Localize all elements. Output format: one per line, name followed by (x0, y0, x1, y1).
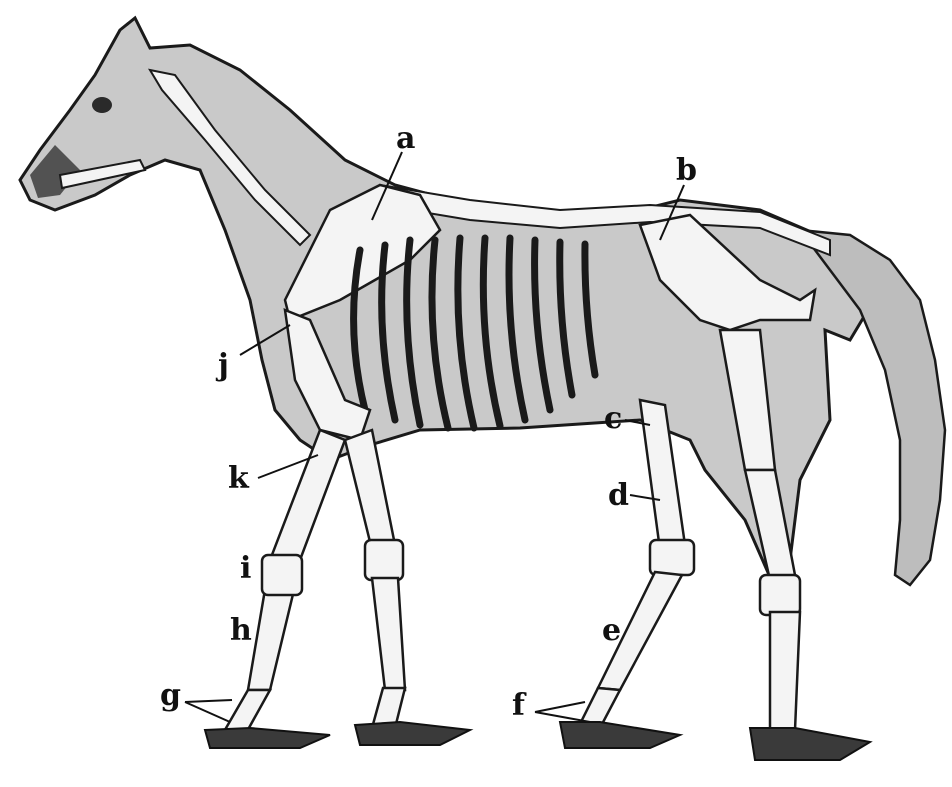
front-leg-far-radius (345, 430, 395, 550)
front-leg-far-knee (365, 540, 403, 580)
hind-leg-near-hock (650, 540, 694, 575)
front-leg-near-hoof (205, 728, 330, 748)
leader-g2 (185, 702, 230, 722)
leader-g1 (185, 700, 232, 702)
label-f: f (512, 688, 527, 723)
label-j: j (215, 348, 229, 383)
front-leg-near-knee (262, 555, 302, 595)
label-i: i (240, 551, 251, 586)
leader-f1 (535, 702, 585, 712)
leader-f2 (535, 712, 590, 722)
front-leg-far-cannon (372, 578, 405, 690)
label-g: g (160, 678, 181, 713)
label-d: d (608, 478, 629, 513)
label-k: k (228, 461, 250, 496)
label-c: c (604, 401, 622, 436)
hind-leg-near-hoof (560, 722, 680, 748)
label-b: b (676, 153, 697, 188)
label-a: a (396, 121, 415, 156)
label-e: e (602, 613, 621, 648)
hind-leg-far-hock (760, 575, 800, 615)
hind-leg-far-hoof (750, 728, 870, 760)
label-h: h (230, 613, 252, 648)
eye-socket (92, 97, 112, 113)
hind-leg-far-cannon (770, 612, 800, 730)
front-leg-far-hoof (355, 722, 470, 745)
